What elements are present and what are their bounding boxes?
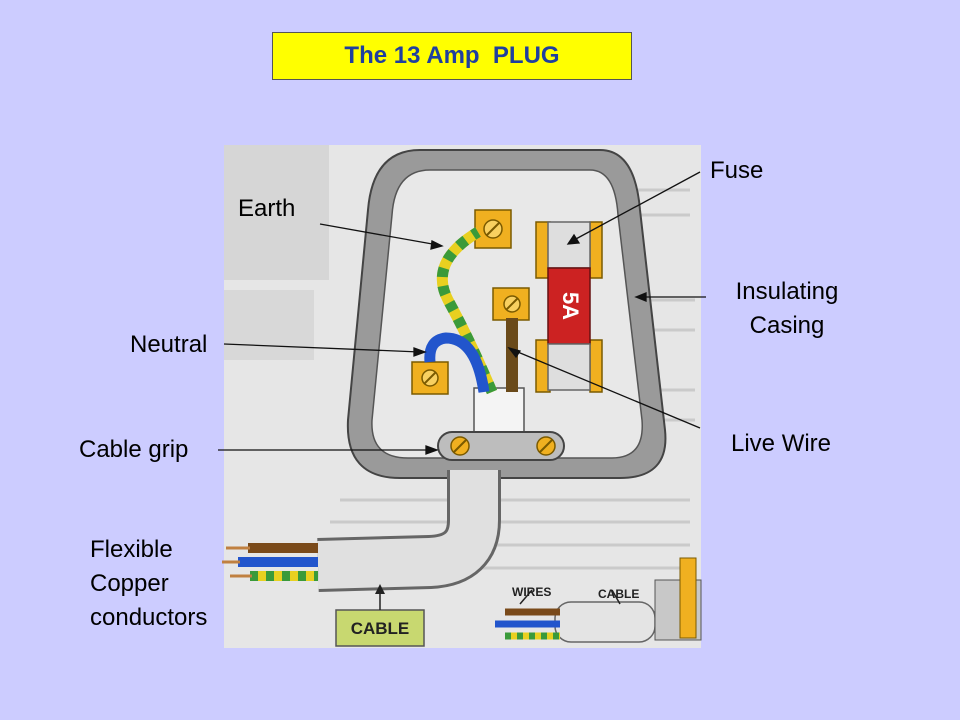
cable-grip-label: Cable grip xyxy=(79,436,189,463)
live-wire xyxy=(506,318,518,392)
photo-panel-shade2 xyxy=(224,290,314,360)
outer-cable-inner xyxy=(317,470,498,589)
neutral-wire xyxy=(424,332,490,393)
wires-tag: WIRES xyxy=(512,585,551,599)
fuse-rating: 5A xyxy=(558,292,583,320)
photo-panel-shade xyxy=(224,145,329,280)
flexible-label-line2: Copper xyxy=(90,570,169,597)
insulating-label-line2: Casing xyxy=(749,312,825,339)
fuse-label: Fuse xyxy=(710,157,764,184)
insulating-casing-label: Insulating Casing xyxy=(720,275,854,343)
page-title: The 13 Amp PLUG xyxy=(344,42,560,69)
neutral-label: Neutral xyxy=(130,331,208,358)
title-box: The 13 Amp PLUG xyxy=(272,32,632,80)
fuse-body xyxy=(547,267,591,345)
cable-grip xyxy=(437,431,565,461)
cable-tag-small: CABLE xyxy=(598,587,639,601)
cable-tag-box xyxy=(335,609,425,647)
flexible-copper-conductors-label: Flexible Copper conductors xyxy=(90,533,207,635)
insulating-label-line1: Insulating xyxy=(735,278,839,305)
cable-tag: CABLE xyxy=(351,619,410,638)
flexible-label-line1: Flexible xyxy=(90,536,173,563)
pointer-lines xyxy=(218,171,706,455)
wires-cable-illustration: WIRES CABLE xyxy=(495,557,702,643)
live-wire-label: Live Wire xyxy=(731,430,832,457)
flexible-label-line3: conductors xyxy=(90,604,208,631)
earth-label: Earth xyxy=(238,195,296,222)
fuse-cap-top xyxy=(547,221,591,269)
flexible-conductors-left xyxy=(222,543,318,581)
